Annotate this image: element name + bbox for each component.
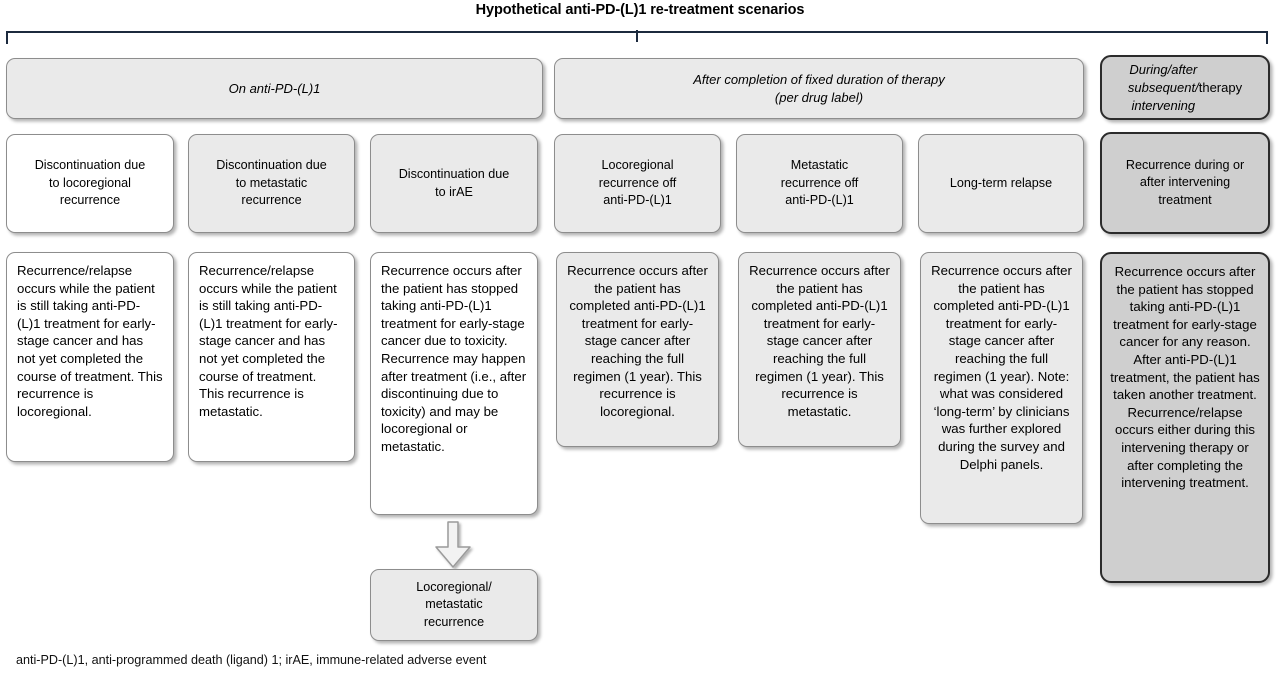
scenario-discontinuation-locoregional[interactable]: Discontinuation due to locoregional recu…	[6, 134, 174, 233]
description-recurrence-during-after-intervening: Recurrence occurs after the patient has …	[1100, 252, 1270, 583]
banner-intervening-plain-text: therapy	[1198, 79, 1243, 95]
scenario-recurrence-during-after-intervening[interactable]: Recurrence during or after intervening t…	[1100, 132, 1270, 234]
scenario-locoregional-recurrence-off[interactable]: Locoregional recurrence off anti-PD-(L)1	[554, 134, 721, 233]
description-discontinuation-irae: Recurrence occurs after the patient has …	[370, 252, 538, 515]
bracket-right-tick	[1266, 31, 1268, 44]
scenario-metastatic-recurrence-off[interactable]: Metastatic recurrence off anti-PD-(L)1	[736, 134, 903, 233]
top-bracket	[6, 30, 1268, 51]
description-discontinuation-locoregional: Recurrence/relapse occurs while the pati…	[6, 252, 174, 462]
scenario-discontinuation-metastatic[interactable]: Discontinuation due to metastatic recurr…	[188, 134, 355, 233]
bracket-center-tick	[636, 30, 638, 42]
bracket-horizontal-bar	[6, 31, 1268, 33]
description-locoregional-recurrence-off: Recurrence occurs after the patient has …	[556, 252, 719, 447]
scenario-long-term-relapse[interactable]: Long-term relapse	[918, 134, 1084, 233]
banner-intervening-italic-text: During/after subsequent/ intervening	[1127, 61, 1199, 113]
banner-on-anti-pd-l1: On anti-PD-(L)1	[6, 58, 543, 119]
outcome-locoregional-metastatic-recurrence[interactable]: Locoregional/ metastatic recurrence	[370, 569, 538, 641]
banner-after-fixed-duration: After completion of fixed duration of th…	[554, 58, 1084, 119]
description-discontinuation-metastatic: Recurrence/relapse occurs while the pati…	[188, 252, 355, 462]
description-long-term-relapse: Recurrence occurs after the patient has …	[920, 252, 1083, 524]
page-title: Hypothetical anti-PD-(L)1 re-treatment s…	[475, 2, 805, 18]
banner-during-after-intervening-therapy: During/after subsequent/ intervening the…	[1100, 55, 1270, 120]
abbreviation-footnote: anti-PD-(L)1, anti-programmed death (lig…	[16, 653, 487, 667]
down-arrow-icon	[433, 521, 475, 569]
scenario-discontinuation-irae[interactable]: Discontinuation due to irAE	[370, 134, 538, 233]
bracket-left-tick	[6, 31, 8, 44]
description-metastatic-recurrence-off: Recurrence occurs after the patient has …	[738, 252, 901, 447]
